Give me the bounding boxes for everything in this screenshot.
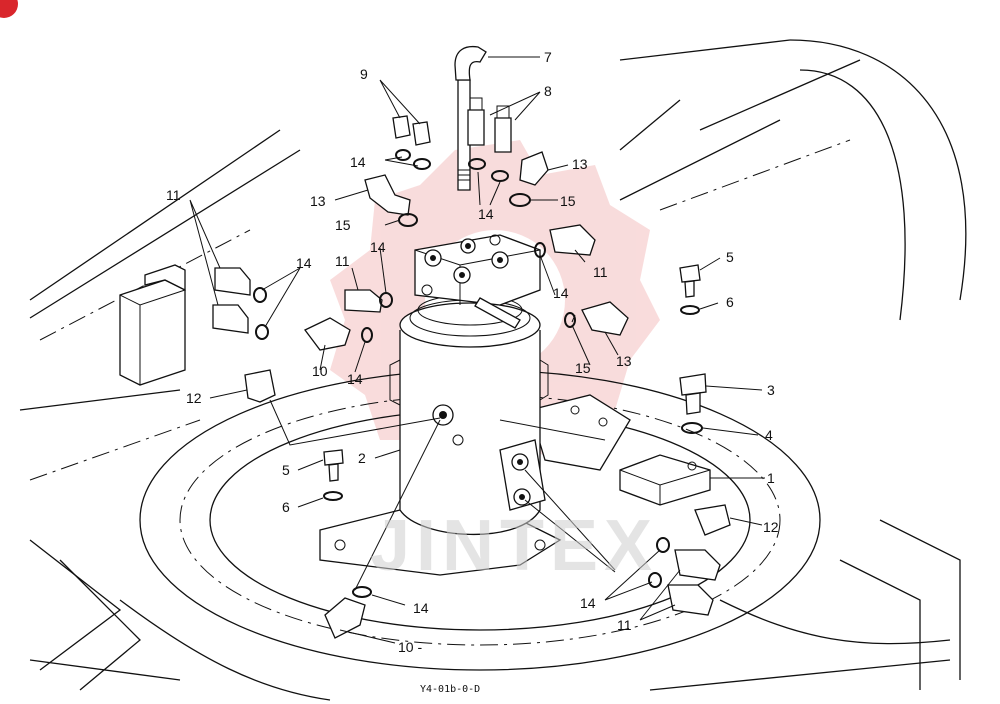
straight-fittings bbox=[212, 224, 721, 616]
callout-13: 13 bbox=[616, 353, 632, 369]
bolts bbox=[323, 264, 707, 482]
callout-14: 14 bbox=[413, 600, 429, 616]
left-blocks bbox=[119, 264, 186, 386]
callout-14: 14 bbox=[370, 239, 386, 255]
plugs bbox=[244, 369, 731, 536]
callout-11: 11 bbox=[593, 264, 608, 280]
callout-14: 14 bbox=[347, 371, 363, 387]
callout-14: 14 bbox=[296, 255, 312, 271]
swivel-elbows bbox=[304, 317, 366, 639]
adapters bbox=[467, 97, 512, 153]
callout-11: 11 bbox=[335, 253, 350, 269]
callout-12: 12 bbox=[186, 390, 202, 406]
callout-labels: 7 8 9 14 13 15 14 13 15 14 11 14 11 11 1… bbox=[166, 49, 779, 655]
callout-9: 9 bbox=[360, 66, 368, 82]
callout-14: 14 bbox=[580, 595, 596, 611]
callout-6: 6 bbox=[282, 499, 290, 515]
callout-10: 10 bbox=[312, 363, 328, 379]
callout-4: 4 bbox=[765, 427, 773, 443]
callout-13: 13 bbox=[572, 156, 588, 172]
nipples bbox=[392, 115, 431, 146]
callout-14: 14 bbox=[478, 206, 494, 222]
callout-1: 1 bbox=[767, 470, 775, 486]
callout-15: 15 bbox=[560, 193, 576, 209]
stopper-block bbox=[619, 454, 711, 506]
watermark-text: JINTEX bbox=[370, 506, 658, 586]
callout-5: 5 bbox=[282, 462, 290, 478]
callout-10: 10 - bbox=[398, 639, 422, 655]
callout-11: 11 bbox=[617, 617, 632, 633]
leader-lines bbox=[189, 56, 765, 644]
elbow-fittings bbox=[364, 151, 629, 336]
callout-15: 15 bbox=[575, 360, 591, 376]
callout-11: 11 bbox=[166, 187, 181, 203]
drawing-code: Y4-01b-0-D bbox=[420, 684, 480, 695]
callout-5: 5 bbox=[726, 249, 734, 265]
swivel-joint-body bbox=[319, 234, 631, 576]
background-frame-lines bbox=[19, 39, 967, 701]
callout-12: 12 bbox=[763, 519, 779, 535]
elbow-pipe bbox=[454, 45, 487, 191]
callout-7: 7 bbox=[544, 49, 552, 65]
callout-6: 6 bbox=[726, 294, 734, 310]
o-rings bbox=[253, 149, 670, 598]
washers bbox=[323, 305, 703, 501]
callout-14: 14 bbox=[350, 154, 366, 170]
callout-14: 14 bbox=[553, 285, 569, 301]
callout-8: 8 bbox=[544, 83, 552, 99]
corner-badge bbox=[0, 0, 18, 18]
callout-2: 2 bbox=[358, 450, 366, 466]
callout-3: 3 bbox=[767, 382, 775, 398]
callout-15: 15 bbox=[335, 217, 351, 233]
callout-13: 13 bbox=[310, 193, 326, 209]
